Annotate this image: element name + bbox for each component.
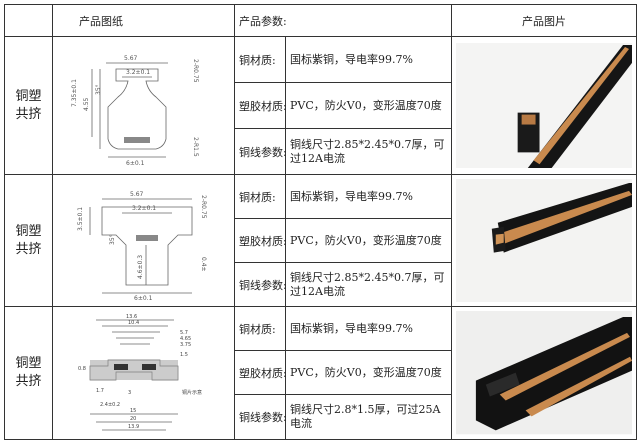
- param-value: 铜线尺寸2.85*2.45*0.7厚，可过12A电流: [285, 128, 452, 175]
- dim-mid: 3.2±0.1: [126, 69, 150, 76]
- param-value: 国标紫铜，导电率99.7%: [285, 306, 452, 352]
- param-value: 国标紫铜，导电率99.7%: [285, 36, 452, 83]
- profile-drawing-1: 5.67 3.2±0.1 6±0.1 7.35±0.1 4.55 35° 2-R…: [71, 55, 199, 167]
- param-label: 铜材质:: [234, 173, 286, 220]
- dim-left1: 3.5±0.1: [77, 206, 84, 230]
- dim-r-bot: 0.4±: [200, 257, 207, 272]
- product-row-1-b: 塑胶材质: PVC，防火V0，变形温度70度: [5, 82, 637, 129]
- category-line-2: 共挤: [15, 106, 42, 122]
- param-value: PVC，防火V0，变形温度70度: [285, 82, 452, 129]
- header-drawing: 产品图纸: [52, 4, 235, 37]
- param-label: 塑胶材质:: [234, 218, 287, 264]
- drawing-cell: 5.67 3.2±0.1 6±0.1 7.35±0.1 4.55 35° 2-R…: [52, 36, 235, 175]
- header-params: 产品参数:: [234, 4, 452, 37]
- category-cell: 铜塑 共挤: [4, 173, 53, 308]
- product-row-2-b: 塑胶材质: PVC，防火V0，变形温度70度: [5, 218, 637, 264]
- dim-d2: 10.4: [128, 320, 139, 326]
- dim-d5: 3.75: [180, 342, 191, 348]
- dim-d10: 3: [128, 390, 131, 396]
- photo-cell: [451, 173, 637, 308]
- dim-left2: 4.55: [83, 97, 90, 111]
- header-photo: 产品图片: [451, 4, 637, 37]
- dim-left1: 7.35±0.1: [71, 78, 78, 106]
- photo-cell: [451, 306, 637, 440]
- param-label: 铜线参数:: [234, 394, 287, 440]
- dim-d3: 5.7: [180, 330, 188, 336]
- product-row-3-c: 铜线参数: 铜线尺寸2.8*1.5厚，可过25A电流: [5, 394, 637, 440]
- product-row-3-b: 塑胶材质: PVC，防火V0，变形温度70度: [5, 350, 637, 396]
- header-blank: [4, 4, 53, 37]
- category-line-2: 共挤: [15, 373, 42, 389]
- category-cell: 铜塑 共挤: [4, 36, 53, 175]
- param-value: PVC，防火V0，变形温度70度: [285, 218, 452, 264]
- profile-drawing-2: 5.67 3.2±0.1 6±0.1 3.5±0.1 4.6±0.3 35° 2…: [77, 191, 207, 302]
- product-photo-3: [456, 311, 632, 435]
- param-value: 铜线尺寸2.85*2.45*0.7厚，可过12A电流: [285, 262, 452, 308]
- drawing-cell: 5.67 3.2±0.1 6±0.1 3.5±0.1 4.6±0.3 35° 2…: [52, 173, 235, 308]
- dim-bottom: 6±0.1: [134, 295, 153, 302]
- header-row: 产品图纸 产品参数: 产品图片: [4, 4, 637, 37]
- dim-top: 5.67: [124, 55, 138, 62]
- dim-angle: 35°: [109, 234, 116, 245]
- param-label: 塑胶材质:: [234, 350, 287, 396]
- spec-table: 产品图纸 产品参数: 产品图片 铜塑 共挤 5.67 3.2±0.1: [4, 4, 637, 440]
- dim-d1: 13.6: [126, 314, 137, 320]
- category-line-1: 铜塑: [15, 88, 42, 104]
- dim-bottom: 6±0.1: [126, 160, 145, 167]
- dim-d7: 0.8: [78, 366, 86, 372]
- product-photo-2: [456, 179, 632, 303]
- dim-mid: 3.2±0.1: [132, 205, 156, 212]
- dim-d8: 1.7: [96, 388, 104, 394]
- drawing-cell: 13.6 10.4 5.7 4.65 3.75 1.5 0.8 1.7 2.4±…: [52, 306, 235, 440]
- product-row-1-c: 铜线参数: 铜线尺寸2.85*2.45*0.7厚，可过12A电流: [5, 128, 637, 175]
- category-line-2: 共挤: [15, 241, 42, 257]
- photo-cell: [451, 36, 637, 175]
- dim-d11: 15: [130, 408, 136, 414]
- param-label: 铜材质:: [234, 36, 286, 83]
- category-line-1: 铜塑: [15, 355, 42, 371]
- profile-drawing-3: 13.6 10.4 5.7 4.65 3.75 1.5 0.8 1.7 2.4±…: [78, 314, 202, 431]
- dim-left2: 4.6±0.3: [137, 254, 144, 278]
- param-value: PVC，防火V0，变形温度70度: [285, 350, 452, 396]
- dim-angle: 35°: [95, 84, 102, 95]
- dim-r-top: 2-R0.75: [192, 59, 199, 83]
- param-label: 塑胶材质:: [234, 82, 287, 129]
- dim-r-top: 2-R0.75: [200, 195, 207, 219]
- category-line-1: 铜塑: [15, 223, 42, 239]
- dim-r-bot: 2-R1.5: [192, 137, 199, 157]
- dim-d9: 2.4±0.2: [100, 402, 120, 408]
- param-label: 铜线参数:: [234, 262, 287, 308]
- product-row-3: 铜塑 共挤 13.6 10.4: [4, 306, 637, 440]
- dim-top: 5.67: [130, 191, 144, 198]
- product-row-2: 铜塑 共挤 5.67 3.2±0.1 6±0.1 3.5±0.1 4.6±0.3: [4, 173, 637, 308]
- param-label: 铜线参数:: [234, 128, 287, 175]
- dim-d12: 20: [130, 416, 136, 422]
- product-row-2-c: 铜线参数: 铜线尺寸2.85*2.45*0.7厚，可过12A电流: [5, 262, 637, 308]
- dim-d4: 4.65: [180, 336, 191, 342]
- param-value: 国标紫铜，导电率99.7%: [285, 173, 452, 220]
- category-cell: 铜塑 共挤: [4, 306, 53, 440]
- dim-d6: 1.5: [180, 352, 188, 358]
- param-value: 铜线尺寸2.8*1.5厚，可过25A电流: [285, 394, 452, 440]
- product-row-1: 铜塑 共挤 5.67 3.2±0.1 6±0.1 7.35±0.1 4.55: [4, 36, 637, 175]
- product-spec-sheet: 产品图纸 产品参数: 产品图片 铜塑 共挤 5.67 3.2±0.1: [4, 4, 637, 440]
- dim-d13: 13.9: [128, 424, 139, 430]
- dim-note: 铜片示意: [182, 389, 202, 396]
- product-photo-1: [456, 42, 632, 169]
- param-label: 铜材质:: [234, 306, 286, 352]
